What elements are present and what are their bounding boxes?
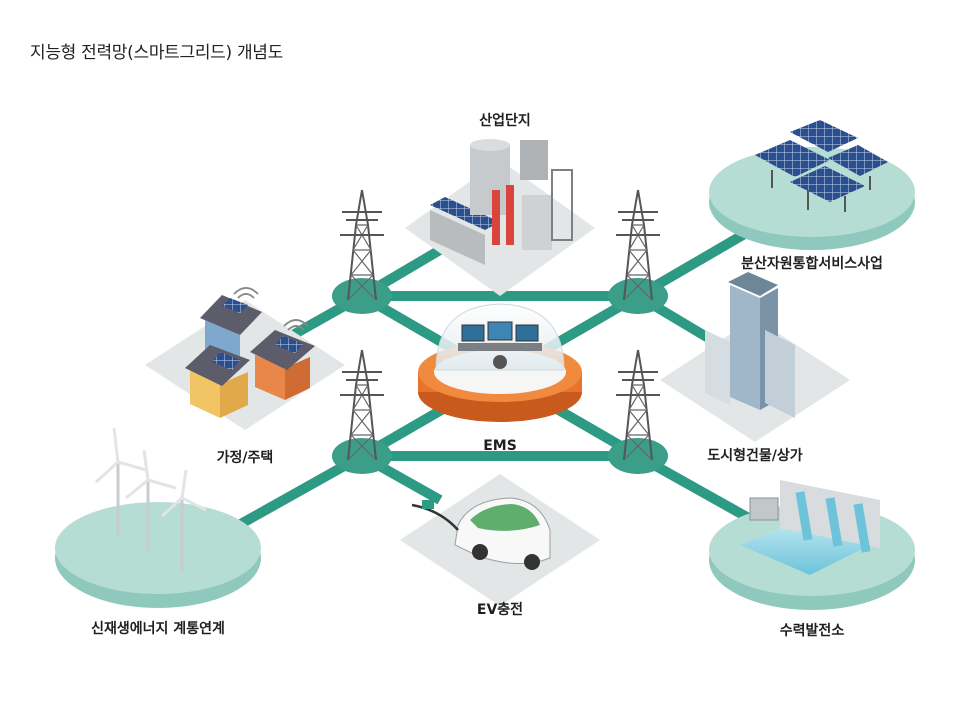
hub-top-right bbox=[608, 278, 668, 314]
wind-turbine-icon bbox=[94, 427, 207, 572]
page-title: 지능형 전력망(스마트그리드) 개념도 bbox=[30, 43, 283, 63]
solar-panel-array-icon bbox=[755, 120, 888, 212]
ems-center bbox=[418, 303, 582, 422]
wifi-icon bbox=[283, 319, 309, 331]
label-building: 도시형건물/상가 bbox=[707, 447, 802, 464]
ems-monitor-icon bbox=[487, 321, 513, 341]
operator-chair-icon bbox=[493, 355, 507, 369]
label-hydro: 수력발전소 bbox=[780, 622, 845, 639]
distributed-resources bbox=[709, 120, 915, 250]
junction-hubs bbox=[332, 278, 668, 474]
hub-bottom-left bbox=[332, 438, 392, 474]
hydro-plant bbox=[709, 480, 915, 610]
house-orange-icon bbox=[250, 330, 315, 400]
office-building-icon bbox=[705, 330, 730, 405]
skyscraper-icon bbox=[730, 285, 760, 410]
renewable-energy bbox=[55, 427, 261, 608]
powerhouse-icon bbox=[749, 497, 779, 521]
silo-top-icon bbox=[470, 139, 510, 151]
industrial-complex bbox=[405, 139, 595, 296]
city-buildings bbox=[660, 272, 850, 442]
house-yellow-icon bbox=[185, 345, 250, 418]
factory-solar-roof-icon bbox=[430, 197, 500, 230]
chimney-icon bbox=[506, 185, 514, 245]
label-home: 가정/주택 bbox=[217, 449, 274, 466]
renewable-platform-top bbox=[55, 502, 261, 594]
silo-icon bbox=[470, 145, 510, 215]
wifi-icon bbox=[233, 287, 259, 299]
tower-structure-icon bbox=[551, 169, 573, 241]
ev-car-roof-icon bbox=[470, 504, 540, 531]
label-renewable: 신재생에너지 계통연계 bbox=[91, 621, 225, 637]
ev-wheel-icon bbox=[472, 544, 488, 560]
chimney-icon bbox=[492, 190, 500, 245]
factory-icon bbox=[430, 210, 485, 265]
ev-plug-icon bbox=[422, 500, 434, 509]
line-to-renewable bbox=[227, 451, 365, 535]
label-distributed: 분산자원통합서비스사업 bbox=[741, 255, 883, 272]
office-building-icon bbox=[765, 330, 795, 418]
hub-bottom-right bbox=[608, 438, 668, 474]
ems-monitor-icon bbox=[461, 324, 485, 342]
ev-cable-icon bbox=[411, 503, 459, 531]
label-ems: EMS bbox=[483, 438, 517, 454]
hub-top-left bbox=[332, 278, 392, 314]
spillway-icon bbox=[795, 491, 871, 553]
label-industrial: 산업단지 bbox=[479, 112, 531, 129]
ev-charging bbox=[400, 474, 600, 606]
ev-wheel-icon bbox=[524, 554, 540, 570]
ems-desk-icon bbox=[458, 343, 542, 351]
building-block-icon bbox=[520, 140, 548, 180]
label-ev: EV충전 bbox=[477, 601, 523, 618]
tank-icon bbox=[522, 195, 552, 250]
ems-monitor-icon bbox=[515, 324, 539, 342]
skyscraper-top-icon bbox=[728, 272, 778, 296]
homes bbox=[145, 287, 345, 430]
